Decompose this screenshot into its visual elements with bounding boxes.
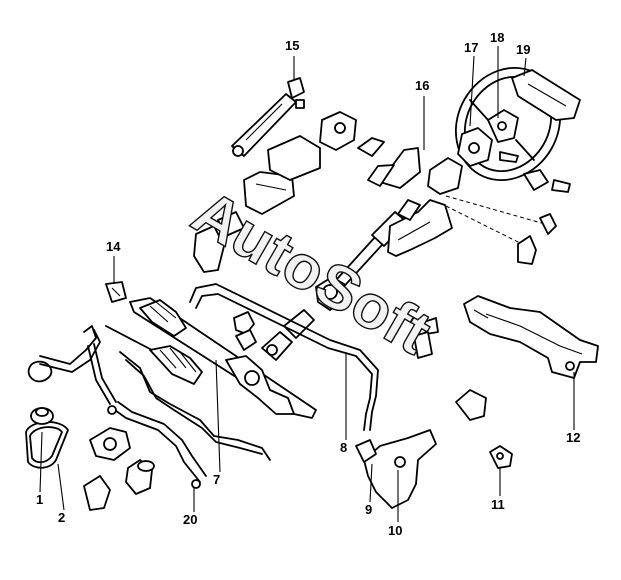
- callout-16: 16: [415, 78, 429, 93]
- callout-18: 18: [490, 30, 504, 45]
- callout-2: 2: [58, 510, 65, 525]
- callout-10: 10: [388, 523, 402, 538]
- tie-rod-20: [107, 351, 271, 489]
- intermediate-shaft: [261, 276, 347, 361]
- callout-20: 20: [183, 512, 197, 527]
- column-clamp-parts: [445, 195, 557, 265]
- steering-rack-7: [105, 281, 317, 419]
- power-steering-pump: [83, 427, 155, 511]
- callout-8: 8: [340, 440, 347, 455]
- callout-15: 15: [285, 38, 299, 53]
- tie-rod-boot: [105, 325, 203, 385]
- callout-1: 1: [36, 492, 43, 507]
- callout-7: 7: [213, 472, 220, 487]
- callout-12: 12: [566, 430, 580, 445]
- stabilizer-bushings: [233, 311, 257, 351]
- callout-19: 19: [516, 42, 530, 57]
- horn-pad: [511, 69, 581, 121]
- pulley-1-and-belt-2: [25, 407, 69, 469]
- callout-11: 11: [491, 497, 505, 512]
- leader-lines: [39, 46, 575, 522]
- crossmember-12: [463, 295, 599, 379]
- idler-arm: [193, 211, 245, 273]
- power-steering-hoses: [27, 325, 117, 405]
- steering-column-assembly: [317, 147, 453, 307]
- column-tube-assembly-15: [231, 77, 385, 215]
- callouts: 1 2 7 8 9 10 11 12 14 15 16 17 18 19 20: [36, 30, 580, 538]
- callout-14: 14: [106, 239, 121, 254]
- tie-rod-end-11: [489, 445, 513, 469]
- lower-arm-10: [355, 389, 487, 509]
- callout-17: 17: [464, 40, 478, 55]
- callout-9: 9: [365, 502, 372, 517]
- stabilizer-bar-8: [189, 283, 439, 431]
- combination-switch-17: [427, 127, 571, 195]
